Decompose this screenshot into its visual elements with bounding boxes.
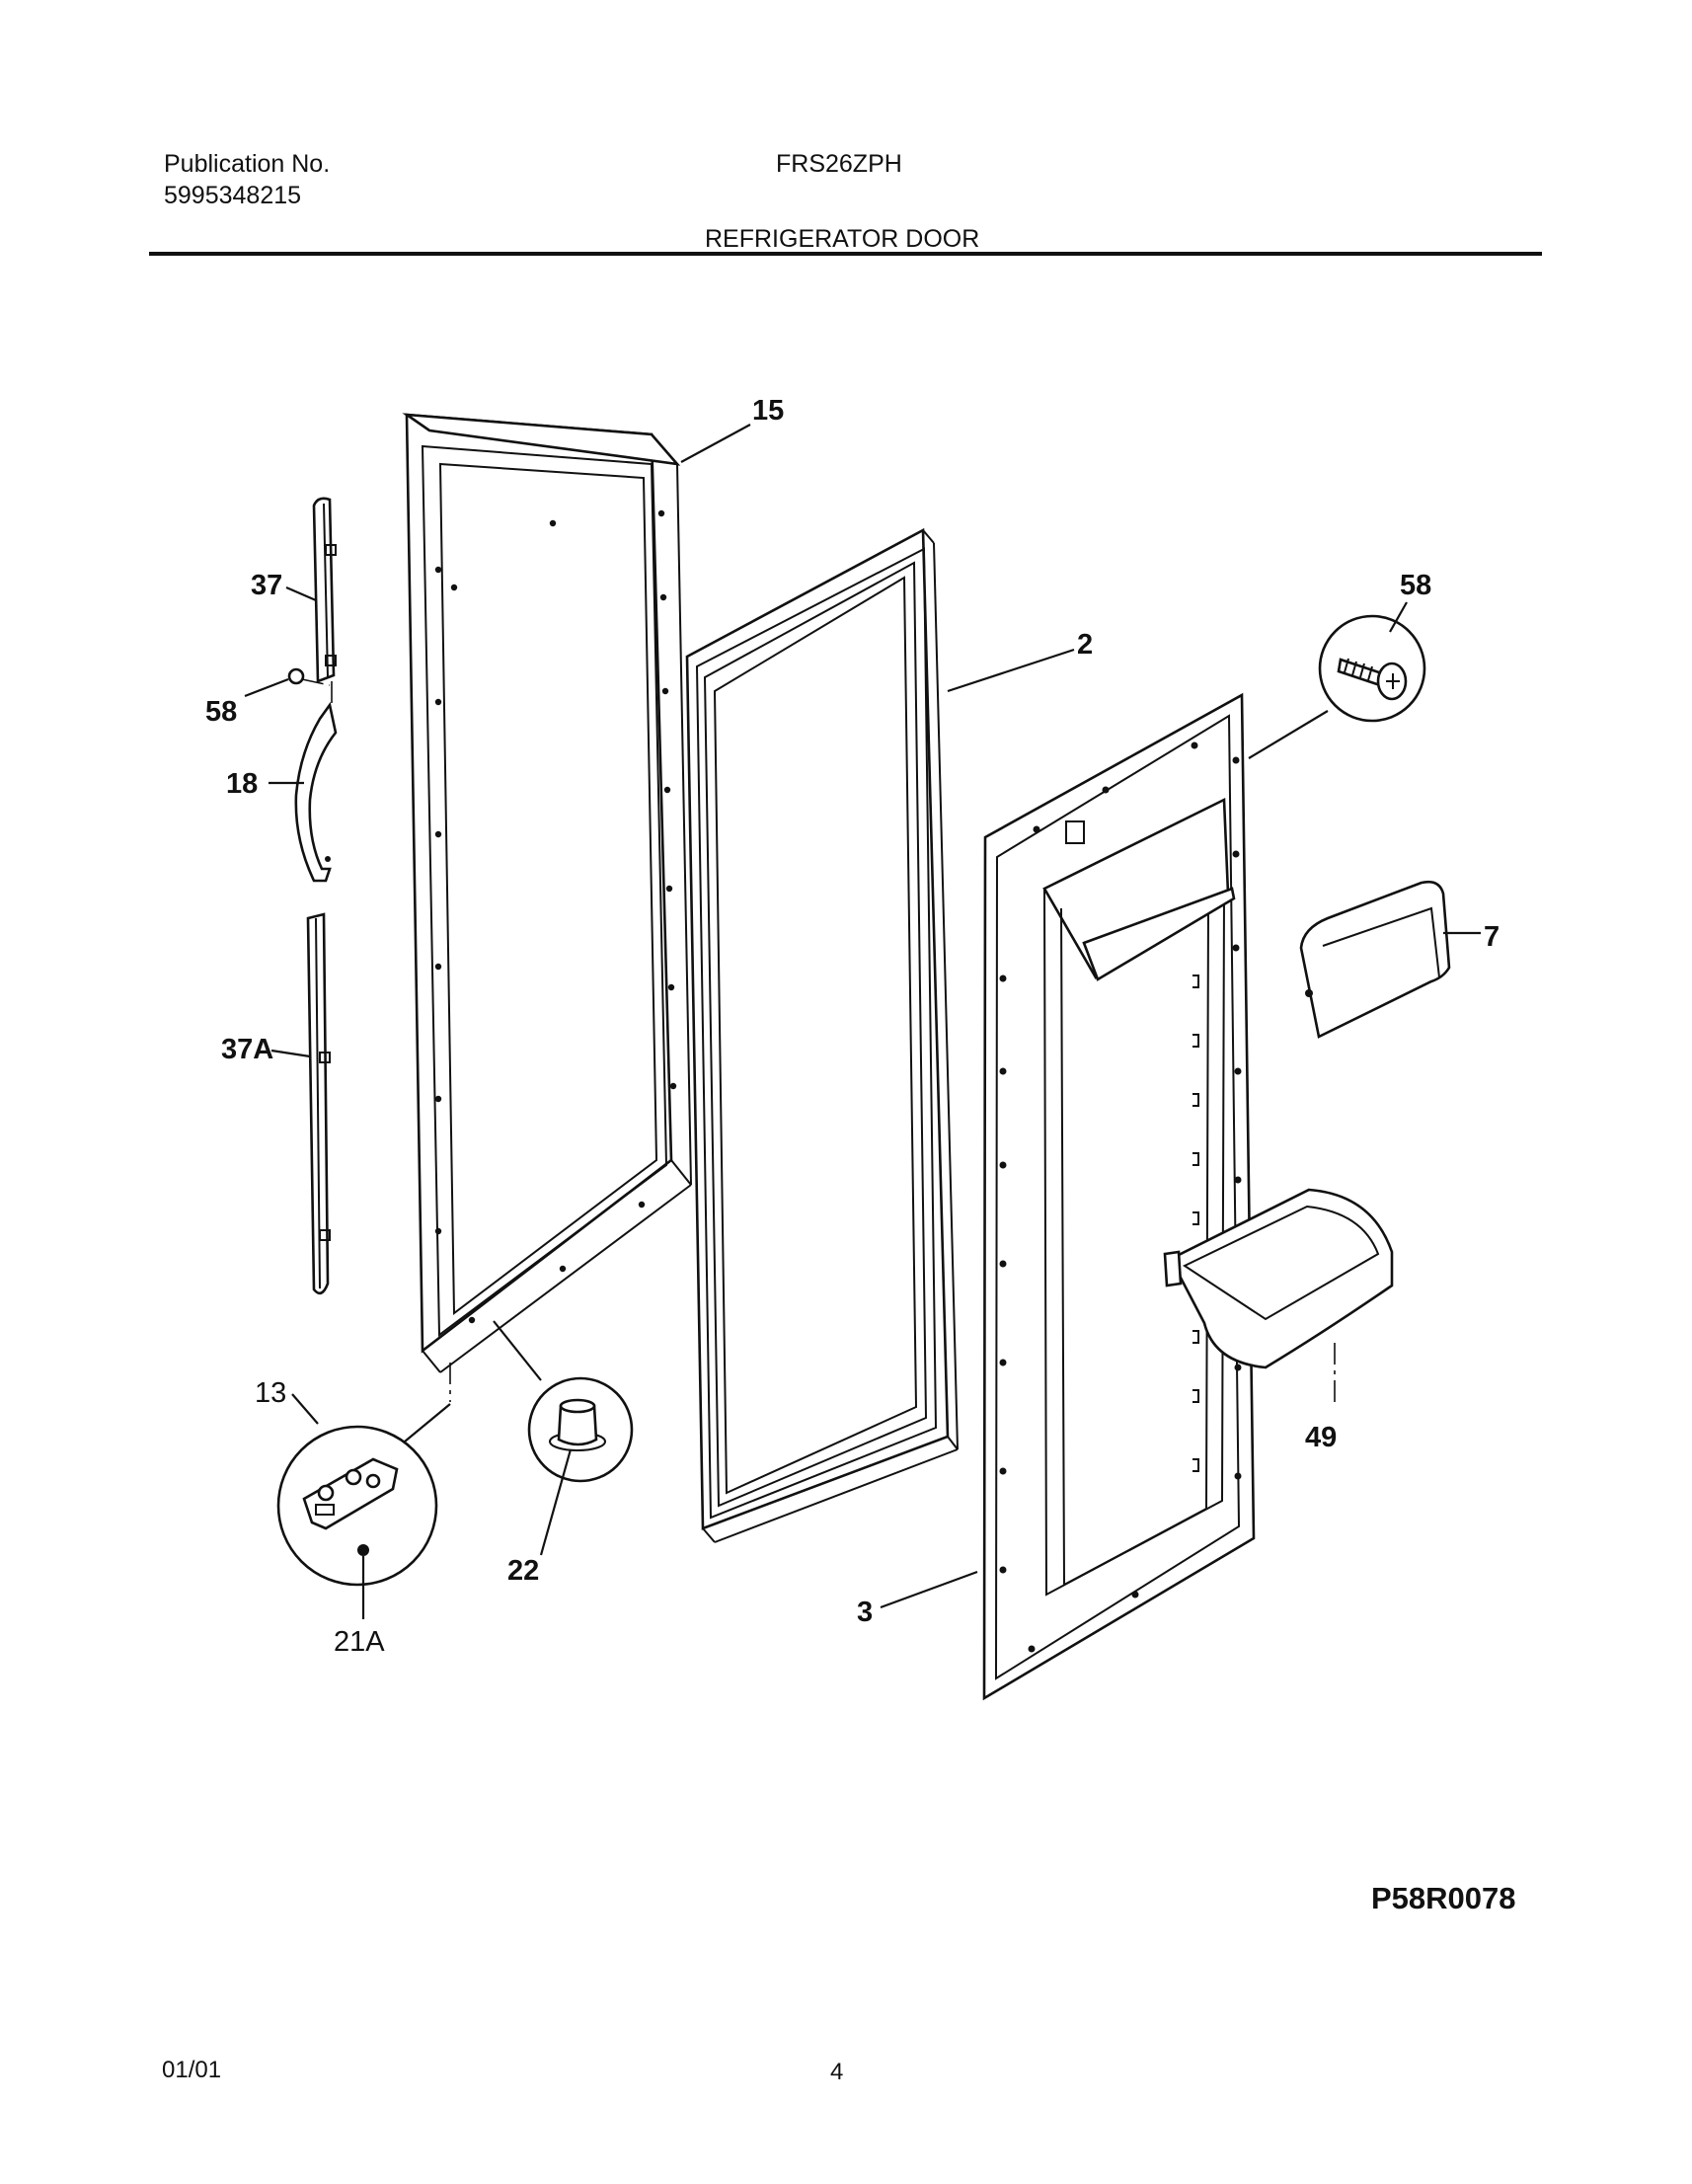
diagram-code: P58R0078 xyxy=(1371,1881,1516,1915)
upper-trim-strip-part xyxy=(312,497,337,683)
cover-part xyxy=(1299,880,1451,1039)
callout-18: 18 xyxy=(226,768,258,800)
door-liner-part xyxy=(982,692,1256,1701)
footer-date: 01/01 xyxy=(162,2057,222,2083)
model-number: FRS26ZPH xyxy=(776,150,902,178)
handle-part xyxy=(294,681,338,883)
callout-49: 49 xyxy=(1305,1422,1337,1453)
callout-7: 7 xyxy=(1484,921,1500,953)
lower-trim-strip-part xyxy=(306,912,331,1295)
footer-page-number: 4 xyxy=(830,2059,844,2085)
callout-21a: 21A xyxy=(334,1626,385,1658)
callout-2: 2 xyxy=(1077,629,1093,661)
callout-37a: 37A xyxy=(221,1034,273,1065)
callout-58-screw: 58 xyxy=(1400,570,1431,601)
leader-lines xyxy=(244,424,1481,1609)
hinge-bracket-detail xyxy=(276,1425,438,1619)
hinge-bushing-detail xyxy=(527,1376,634,1556)
callout-22: 22 xyxy=(507,1555,539,1587)
section-title: REFRIGERATOR DOOR xyxy=(705,225,980,253)
publication-label: Publication No. xyxy=(164,150,331,178)
publication-number: 5995348215 xyxy=(164,182,302,209)
screw-detail-callout xyxy=(1318,614,1426,723)
door-frame-part xyxy=(402,413,692,1402)
door-gasket-part xyxy=(685,527,959,1543)
callout-37: 37 xyxy=(251,570,282,601)
door-bin-part xyxy=(1163,1188,1394,1402)
callout-13: 13 xyxy=(255,1377,286,1409)
callout-3: 3 xyxy=(857,1597,873,1628)
callout-58-left: 58 xyxy=(205,696,237,728)
header-divider xyxy=(149,252,1542,256)
screw-small-part xyxy=(287,667,331,686)
callout-15: 15 xyxy=(752,395,784,427)
